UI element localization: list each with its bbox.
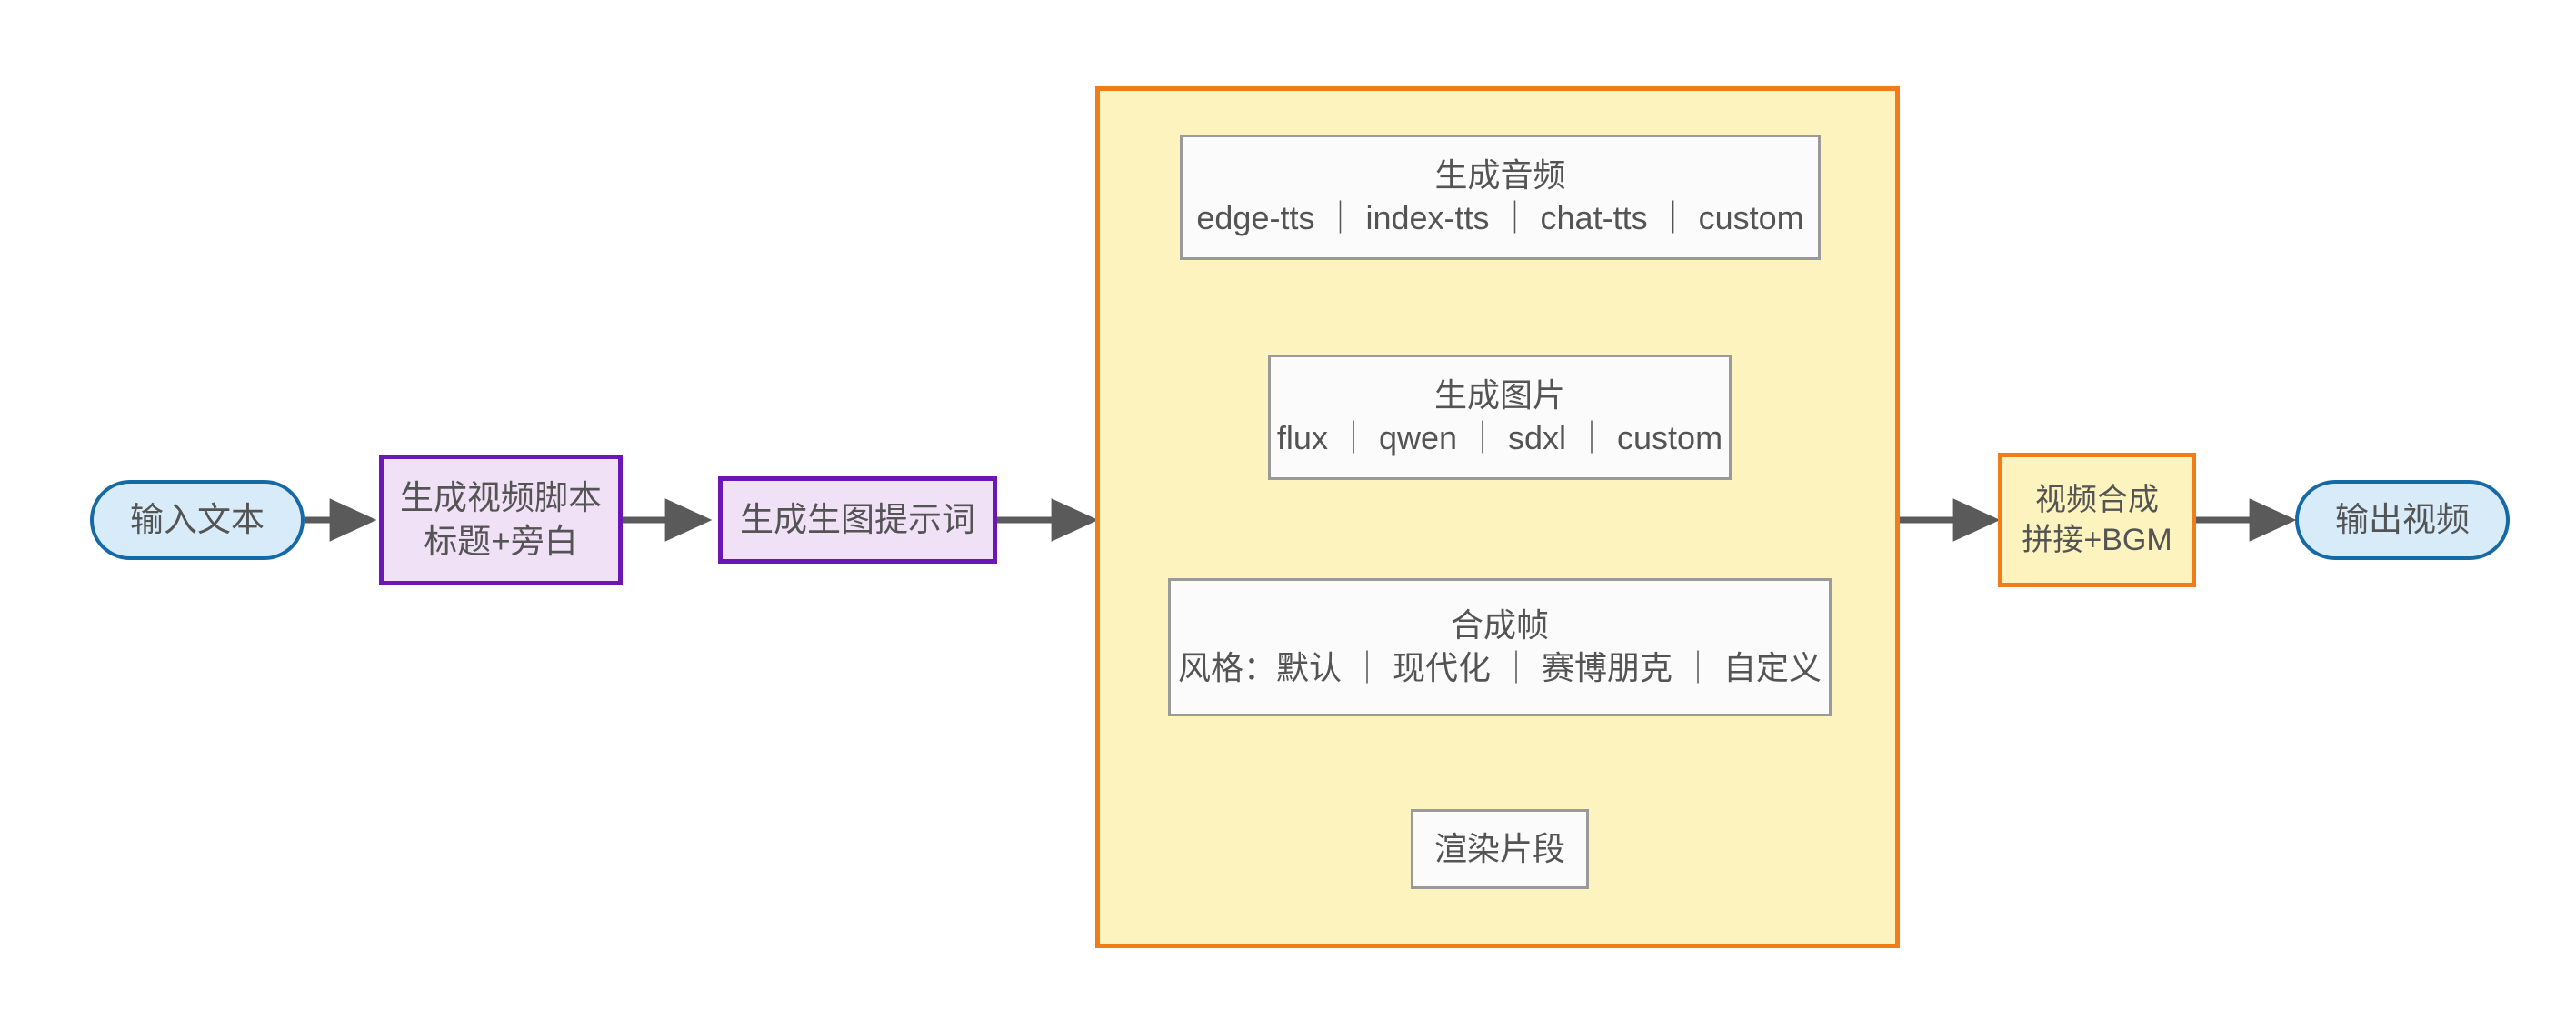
node-compose-frame-line2: 风格：默认 ｜ 现代化 ｜ 赛博朋克 ｜ 自定义	[1177, 649, 1822, 686]
node-video-compose-line2: 拼接+BGM	[2022, 523, 2172, 557]
node-video-compose[interactable]: 视频合成 拼接+BGM	[1998, 453, 2196, 587]
node-generate-script[interactable]: 生成视频脚本 标题+旁白	[379, 455, 623, 585]
node-generate-audio-label: 生成音频 edge-tts ｜ index-tts ｜ chat-tts ｜ c…	[1196, 155, 1803, 240]
node-generate-image-line2: flux ｜ qwen ｜ sdxl ｜ custom	[1276, 419, 1723, 456]
node-output-video-label: 输出视频	[2335, 500, 2470, 538]
node-generate-script-line1: 生成视频脚本	[400, 478, 602, 516]
node-generate-script-label: 生成视频脚本 标题+旁白	[400, 476, 602, 564]
node-generate-audio-line2: edge-tts ｜ index-tts ｜ chat-tts ｜ custom	[1196, 199, 1804, 236]
node-compose-frame[interactable]: 合成帧 风格：默认 ｜ 现代化 ｜ 赛博朋克 ｜ 自定义	[1168, 578, 1832, 716]
node-generate-image-line1: 生成图片	[1433, 376, 1565, 415]
node-video-compose-label: 视频合成 拼接+BGM	[2022, 480, 2172, 560]
node-render-clip[interactable]: 渲染片段	[1411, 809, 1589, 889]
node-generate-prompt-label: 生成生图提示词	[740, 500, 975, 538]
node-generate-image[interactable]: 生成图片 flux ｜ qwen ｜ sdxl ｜ custom	[1268, 355, 1732, 480]
node-compose-frame-label: 合成帧 风格：默认 ｜ 现代化 ｜ 赛博朋克 ｜ 自定义	[1178, 605, 1822, 690]
node-compose-frame-line1: 合成帧	[1450, 606, 1549, 645]
node-video-compose-line1: 视频合成	[2035, 482, 2159, 517]
node-generate-audio[interactable]: 生成音频 edge-tts ｜ index-tts ｜ chat-tts ｜ c…	[1180, 135, 1821, 260]
node-generate-image-label: 生成图片 flux ｜ qwen ｜ sdxl ｜ custom	[1277, 375, 1722, 460]
node-generate-audio-line1: 生成音频	[1434, 156, 1566, 195]
node-generate-script-line2: 标题+旁白	[424, 523, 578, 560]
node-input-text[interactable]: 输入文本	[90, 480, 305, 560]
node-input-text-label: 输入文本	[130, 500, 265, 538]
node-generate-prompt[interactable]: 生成生图提示词	[718, 476, 997, 564]
node-render-clip-label: 渲染片段	[1433, 829, 1565, 867]
node-output-video[interactable]: 输出视频	[2295, 480, 2510, 560]
